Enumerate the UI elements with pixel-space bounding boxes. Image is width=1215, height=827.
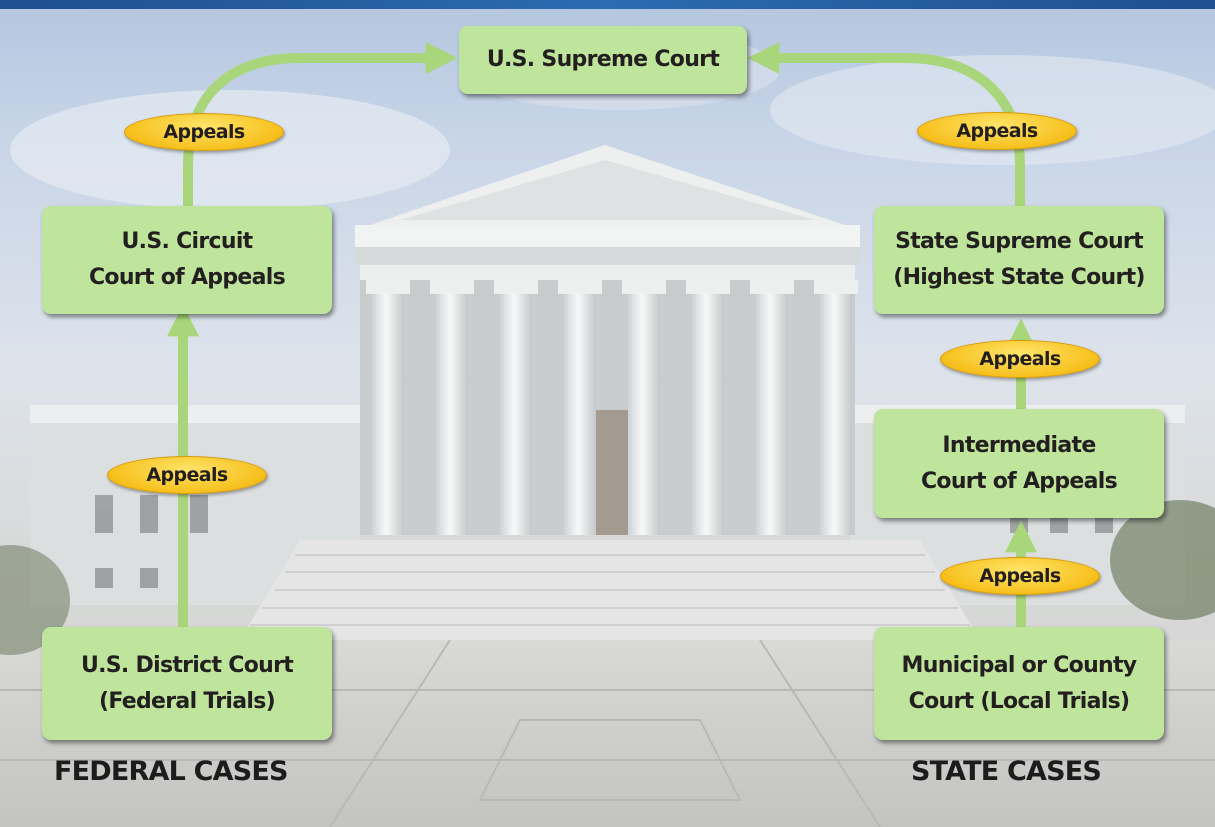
us-supreme-court-box: U.S. Supreme Court (459, 26, 747, 94)
appeals-badge-federal-lower: Appeals (107, 456, 267, 494)
us-district-court-box: U.S. District Court (Federal Trials) (42, 627, 332, 740)
appeals-badge-state-lower: Appeals (940, 557, 1100, 595)
federal-cases-caption: FEDERAL CASES (54, 756, 288, 787)
us-circuit-court-label: U.S. Circuit Court of Appeals (88, 229, 286, 290)
us-district-court-label: U.S. District Court (Federal Trials) (80, 652, 294, 714)
municipal-county-court-label: Municipal or County Court (Local Trials) (901, 652, 1138, 714)
intermediate-court-label: Intermediate Court of Appeals (920, 432, 1118, 494)
appeals-badge-state-upper: Appeals (917, 112, 1077, 150)
top-border-bar (0, 0, 1215, 9)
state-supreme-court-box: State Supreme Court (Highest State Court… (874, 206, 1164, 314)
state-cases-caption: STATE CASES (911, 756, 1102, 787)
state-supreme-court-label: State Supreme Court (Highest State Court… (893, 229, 1145, 290)
municipal-county-court-box: Municipal or County Court (Local Trials) (874, 627, 1164, 740)
appeals-badge-federal-upper: Appeals (124, 113, 284, 151)
us-supreme-court-label: U.S. Supreme Court (486, 47, 720, 72)
intermediate-court-box: Intermediate Court of Appeals (874, 409, 1164, 518)
us-circuit-court-box: U.S. Circuit Court of Appeals (42, 206, 332, 314)
appeals-badge-state-middle: Appeals (940, 340, 1100, 378)
